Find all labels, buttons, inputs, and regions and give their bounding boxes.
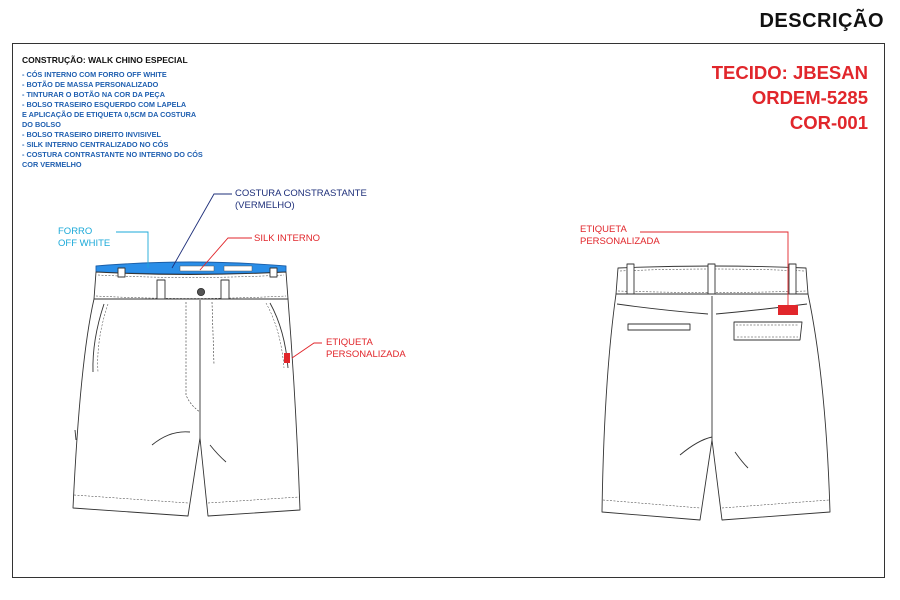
back-label-callout: ETIQUETA PERSONALIZADA [580,224,660,248]
silk-print [179,265,215,272]
back-body [601,293,831,521]
front-label-callout: ETIQUETA PERSONALIZADA [326,337,406,361]
back-label-line2: PERSONALIZADA [580,236,660,247]
back-flap-pocket [733,321,803,341]
fabric-spec: TECIDO: JBESAN [711,62,868,83]
front-right-hem [207,496,300,504]
front-label-leader [291,342,322,359]
construction-item: - BOLSO TRASEIRO ESQUERDO COM LAPELA [22,100,187,109]
spec-block: TECIDO: JBESAN ORDEM-5285 COR-001 [712,60,868,135]
construction-item: COR VERMELHO [22,160,82,169]
construction-item: DO BOLSO [22,120,61,129]
front-button [196,287,206,297]
back-right-hem [721,499,830,509]
construction-title: CONSTRUÇÃO: WALK CHINO ESPECIAL [22,55,188,65]
front-body [72,298,301,517]
back-shorts-drawing [601,263,831,521]
front-custom-label [284,353,290,363]
front-label-line2: PERSONALIZADA [326,349,406,360]
silk-callout: SILK INTERNO [254,233,320,245]
lining-leader [116,231,149,268]
front-shorts-drawing [72,261,301,517]
contrast-stitch-label-line1: COSTURA CONSTRASTANTE [235,188,367,199]
construction-item: - COSTURA CONTRASTANTE NO INTERNO DO CÓS [22,150,203,159]
construction-item: - BOLSO TRASEIRO DIREITO INVISIVEL [22,130,161,139]
lining-callout: FORRO OFF WHITE [58,226,110,250]
front-label-line1: ETIQUETA [326,337,373,348]
back-invisible-pocket [627,323,691,331]
contrast-stitch-leader [171,193,232,269]
construction-notes: CONSTRUÇÃO: WALK CHINO ESPECIAL - CÓS IN… [22,55,262,170]
back-left-hem [602,499,701,509]
construction-item: - BOTÃO DE MASSA PERSONALIZADO [22,80,159,89]
back-label-line1: ETIQUETA [580,224,627,235]
construction-item: - CÓS INTERNO COM FORRO OFF WHITE [22,70,167,79]
contrast-stitch-callout: COSTURA CONSTRASTANTE (VERMELHO) [235,188,367,212]
front-left-pocket [92,303,105,373]
construction-list: - CÓS INTERNO COM FORRO OFF WHITE - BOTÃ… [22,70,262,170]
lining-label-line2: OFF WHITE [58,238,111,249]
back-label-leader [640,231,789,305]
sheet-frame [12,43,885,578]
silk-leader [199,237,252,271]
order-spec: ORDEM-5285 [751,87,868,108]
silk-print [223,265,253,272]
contrast-stitch-label-line2: (VERMELHO) [235,200,295,211]
page-title: DESCRIÇÃO [759,10,884,32]
front-left-hem [73,494,189,504]
color-spec: COR-001 [789,112,868,133]
silk-label: SILK INTERNO [254,233,320,244]
lining-label-line1: FORRO [58,226,93,237]
front-leader-lines [116,193,322,359]
construction-item: E APLICAÇÃO DE ETIQUETA 0,5CM DA COSTURA [22,110,197,119]
construction-item: - SILK INTERNO CENTRALIZADO NO CÓS [22,140,169,149]
construction-item: - TINTURAR O BOTÃO NA COR DA PEÇA [22,90,165,99]
back-custom-label [778,305,798,315]
